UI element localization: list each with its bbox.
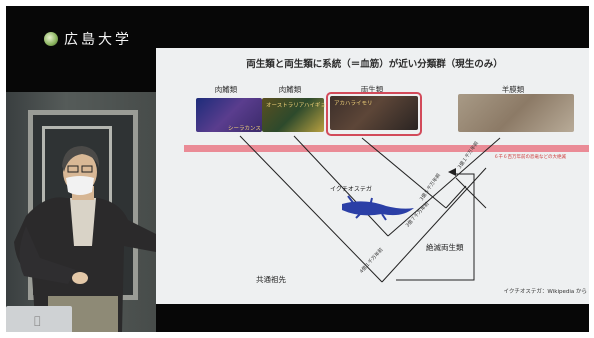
extinct-label: 絶滅両生類	[426, 243, 464, 252]
group-label-2: 肉鰭類	[278, 85, 302, 94]
extinction-band	[184, 145, 589, 152]
group-label-4: 羊膜類	[501, 85, 525, 94]
group-label-1: 肉鰭類	[214, 85, 238, 94]
projected-slide: 両生類と両生類に系統（＝血筋）が近い分類群（現生のみ） 肉鰭類 肉鰭類 両生類 …	[156, 48, 589, 304]
amphibian-highlight-box	[326, 92, 422, 136]
lizard-photo	[458, 94, 574, 132]
slide-title: 両生類と両生類に系統（＝血筋）が近い分類群（現生のみ）	[246, 59, 503, 70]
emblem-icon	[44, 32, 58, 46]
laptop	[6, 306, 72, 332]
apple-icon: 	[34, 314, 41, 327]
lecturer	[14, 146, 156, 332]
photo-caption-3: アカハライモリ	[334, 101, 373, 107]
image-credit: イクチオステガ：Wikipedia から	[503, 289, 587, 295]
logo-text: 広島大学	[64, 32, 132, 48]
group-label-3: 両生類	[360, 85, 384, 94]
phylogenetic-tree	[239, 135, 501, 283]
university-logo: 広島大学	[44, 29, 132, 49]
coelacanth-photo	[196, 98, 262, 132]
extinction-note: ６千６百万年前の恐竜などの大絶滅	[494, 155, 566, 160]
photo-caption-2: オーストラリアハイギョ	[266, 103, 326, 109]
newt-photo	[330, 96, 418, 130]
photo-caption-1: シーラカンス	[228, 126, 261, 132]
common-ancestor-label: 共通祖先	[256, 275, 286, 284]
video-frame:  広島大学 両生類と両生類に系統（＝血筋）が近い分類群（現生のみ） 肉鰭類 肉…	[6, 6, 589, 332]
species-label: イクチオステガ	[330, 186, 372, 193]
lungfish-photo	[262, 98, 324, 132]
